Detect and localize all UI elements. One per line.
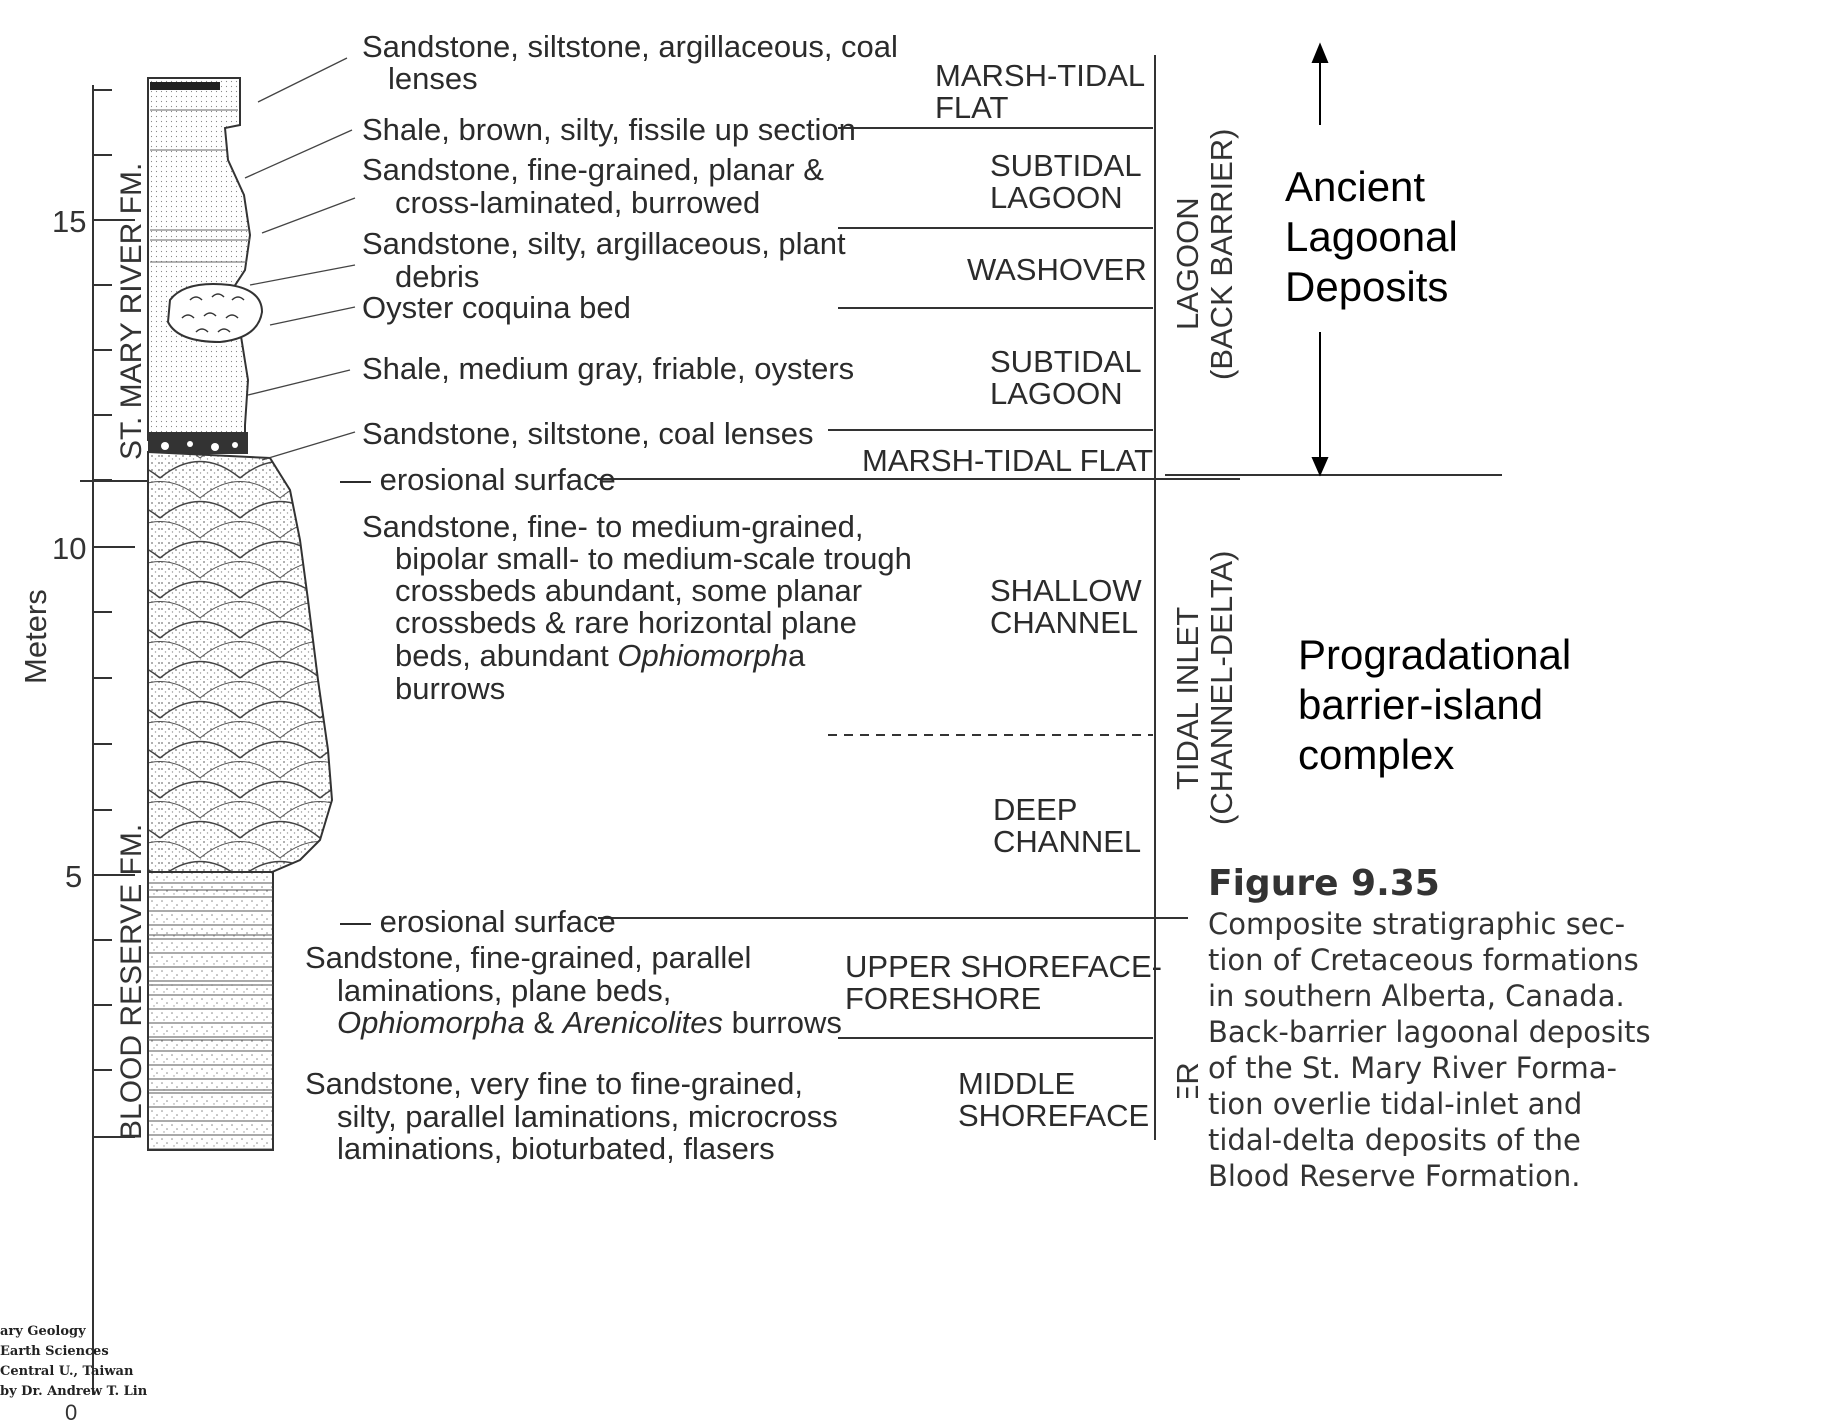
tick-label-15: 15	[52, 206, 86, 237]
figure-title: Figure 9.35	[1208, 866, 1440, 902]
desc-9-line-5-text: beds, abundant	[395, 638, 617, 673]
caption-line: Back-barrier lagoonal deposits	[1208, 1014, 1827, 1050]
env-marsh-tidal-flat-2: MARSH-TIDAL FLAT	[862, 445, 1153, 476]
desc-11-italic-b: Arenicolites	[563, 1005, 723, 1040]
formation-lower-label: BLOOD RESERVE FM.	[117, 824, 147, 1140]
oyster-coquina	[168, 284, 262, 342]
desc-5: Oyster coquina bed	[362, 292, 631, 323]
desc-9-line-6: burrows	[395, 673, 505, 704]
desc-9-italic: Ophiomorph	[617, 638, 788, 673]
group-tidal-inlet-line-2: (CHANNEL-DELTA)	[1206, 551, 1237, 825]
desc-3-line-2: cross-laminated, burrowed	[395, 187, 760, 218]
group-tidal-inlet-line-1: TIDAL INLET	[1172, 607, 1203, 790]
caption-line: Composite stratigraphic sec-	[1208, 906, 1827, 942]
formation-upper-label: ST. MARY RIVER FM.	[117, 163, 147, 460]
annotation-ancient-line-1: Ancient	[1285, 166, 1425, 208]
env-deep-channel-line-1: DEEP	[993, 794, 1077, 825]
desc-2: Shale, brown, silty, fissile up section	[362, 114, 856, 145]
desc-12-line-3: laminations, bioturbated, flasers	[337, 1133, 775, 1164]
env-subtidal-lagoon-2-line-1: SUBTIDAL	[990, 346, 1142, 377]
caption-line: of the St. Mary River Forma-	[1208, 1050, 1827, 1086]
env-shallow-channel-line-1: SHALLOW	[990, 575, 1142, 606]
caption-line: Blood Reserve Formation.	[1208, 1158, 1827, 1194]
desc-11-italic-a: Ophiomorpha	[337, 1005, 525, 1040]
env-subtidal-lagoon-1-line-1: SUBTIDAL	[990, 150, 1142, 181]
group-lagoon-line-1: LAGOON	[1172, 197, 1203, 330]
desc-erosional-upper: — erosional surface	[340, 464, 616, 495]
annotation-prog-line-2: barrier-island	[1298, 684, 1543, 726]
caption-line: tion overlie tidal-inlet and	[1208, 1086, 1827, 1122]
desc-9-line-1: Sandstone, fine- to medium-grained,	[362, 511, 863, 542]
credit-line: Central U., Taiwan	[0, 1362, 147, 1382]
desc-11-tail: burrows	[723, 1005, 842, 1040]
desc-9-line-3: crossbeds abundant, some planar	[395, 575, 862, 606]
desc-erosional-lower: — erosional surface	[340, 906, 616, 937]
desc-3-line-1: Sandstone, fine-grained, planar &	[362, 154, 824, 185]
env-deep-channel-line-2: CHANNEL	[993, 826, 1141, 857]
column-shoreface	[148, 872, 273, 1150]
desc-9-italic-tail: a	[788, 638, 805, 673]
env-marsh-tidal-flat-1-line-2: FLAT	[935, 92, 1009, 123]
desc-11-line-1: Sandstone, fine-grained, parallel	[305, 942, 751, 973]
group-barrier-clip: BARRIER	[1168, 1050, 1208, 1098]
desc-12-line-1: Sandstone, very fine to fine-grained,	[305, 1068, 803, 1099]
caption-line: tidal-delta deposits of the	[1208, 1122, 1827, 1158]
desc-11-line-2: laminations, plane beds,	[337, 975, 671, 1006]
env-washover: WASHOVER	[967, 254, 1147, 285]
desc-7: Sandstone, siltstone, coal lenses	[362, 418, 814, 449]
figure-caption: Composite stratigraphic sec- tion of Cre…	[1208, 906, 1827, 1194]
credit-line: by Dr. Andrew T. Lin	[0, 1382, 147, 1402]
desc-9-line-4: crossbeds & rare horizontal plane	[395, 607, 857, 638]
env-upper-shoreface-line-2: FORESHORE	[845, 983, 1041, 1014]
tick-label-0: 0	[65, 1402, 77, 1424]
desc-9-line-2: bipolar small- to medium-scale trough	[395, 543, 912, 574]
group-lagoon-line-2: (BACK BARRIER)	[1206, 129, 1237, 380]
annotation-prog-line-1: Progradational	[1298, 634, 1571, 676]
desc-1-line-1: Sandstone, siltstone, argillaceous, coal	[362, 31, 898, 62]
desc-11-line-3: Ophiomorpha & Arenicolites burrows	[337, 1007, 842, 1038]
axis-label: Meters	[20, 589, 51, 684]
credit-line: ary Geology	[0, 1322, 147, 1342]
credit-block: ary Geology Earth Sciences Central U., T…	[0, 1322, 147, 1402]
env-middle-shoreface-line-2: SHOREFACE	[958, 1100, 1149, 1131]
env-subtidal-lagoon-1-line-2: LAGOON	[990, 182, 1123, 213]
env-shallow-channel-line-2: CHANNEL	[990, 607, 1138, 638]
desc-1-line-2: lenses	[388, 63, 478, 94]
desc-4-line-1: Sandstone, silty, argillaceous, plant	[362, 228, 846, 259]
desc-12-line-2: silty, parallel laminations, microcross	[337, 1101, 838, 1132]
desc-11-mid: &	[525, 1005, 563, 1040]
env-upper-shoreface-line-1: UPPER SHOREFACE-	[845, 951, 1162, 982]
env-marsh-tidal-flat-1-line-1: MARSH-TIDAL	[935, 60, 1145, 91]
group-barrier: BARRIER	[1172, 1062, 1203, 1098]
annotation-ancient-line-3: Deposits	[1285, 266, 1448, 308]
annotation-prog-line-3: complex	[1298, 734, 1454, 776]
annotation-ancient-line-2: Lagoonal	[1285, 216, 1458, 258]
desc-4-line-2: debris	[395, 261, 479, 292]
leader-lines	[245, 58, 355, 460]
caption-line: tion of Cretaceous formations	[1208, 942, 1827, 978]
column-channel	[148, 452, 332, 872]
env-middle-shoreface-line-1: MIDDLE	[958, 1068, 1075, 1099]
credit-line: Earth Sciences	[0, 1342, 147, 1362]
column-upper	[148, 78, 250, 440]
env-subtidal-lagoon-2-line-2: LAGOON	[990, 378, 1123, 409]
caption-line: in southern Alberta, Canada.	[1208, 978, 1827, 1014]
desc-9-line-5: beds, abundant Ophiomorpha	[395, 640, 805, 671]
desc-6: Shale, medium gray, friable, oysters	[362, 353, 854, 384]
tick-label-10: 10	[52, 533, 86, 564]
tick-label-5: 5	[65, 861, 82, 892]
